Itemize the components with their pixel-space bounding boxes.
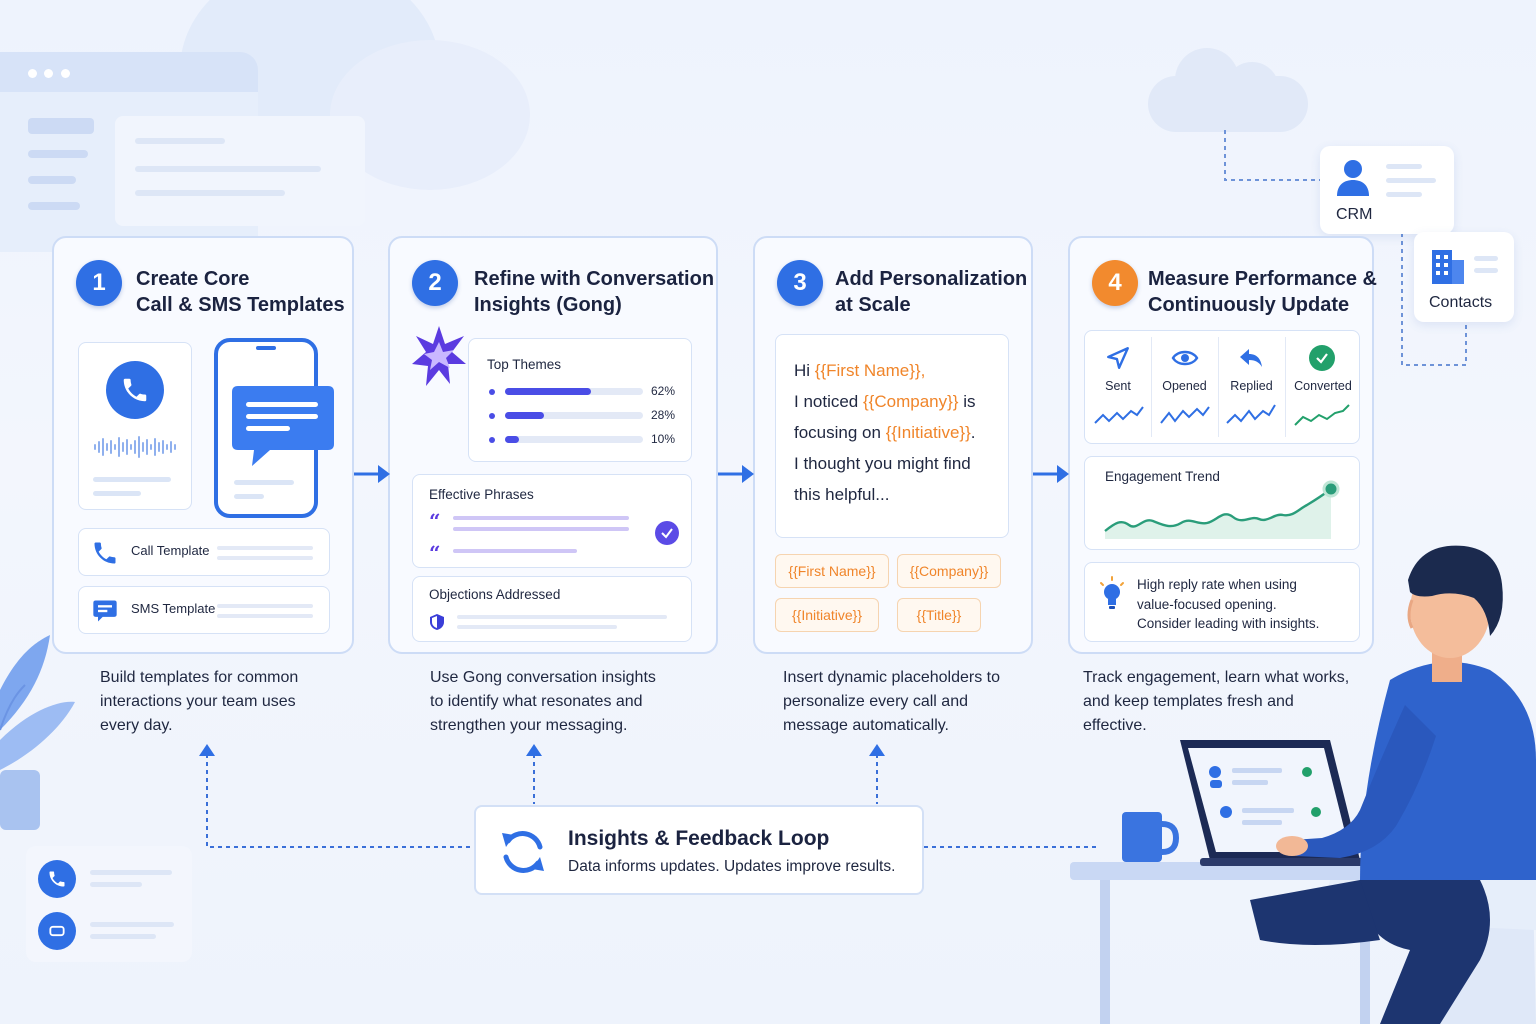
placeholder-first-name: {{First Name}}, [814, 361, 926, 380]
step-1-card: 1 Create Core Call & SMS Templates [52, 236, 354, 654]
step-4-description: Track engagement, learn what works, and … [1083, 669, 1350, 734]
background-panel [115, 116, 365, 226]
placeholder-chip-first-name[interactable]: {{First Name}} [775, 554, 889, 588]
top-themes-panel: Top Themes 62% 28% 10% [468, 338, 692, 462]
check-circle-icon [655, 521, 679, 545]
metric-replied-label: Replied [1230, 379, 1273, 393]
feedback-loop-connectors [199, 744, 1100, 848]
step-3-description: Insert dynamic placeholders to personali… [783, 669, 1000, 734]
background-cloud [1225, 62, 1279, 116]
theme-percent-2: 28% [651, 408, 676, 422]
insight-panel: High reply rate when using value-focused… [1084, 562, 1360, 642]
step-1-description: Build templates for common interactions … [100, 669, 299, 734]
engagement-trend-line [1104, 480, 1340, 539]
gong-burst-icon [412, 326, 466, 386]
message-preview: Hi {{First Name}}, I noticed {{Company}}… [775, 334, 1009, 538]
person-at-desk-illustration [1070, 545, 1536, 1024]
user-icon [1337, 160, 1369, 196]
step-number-4: 4 [1092, 260, 1138, 306]
arrow-right-icon [354, 465, 390, 483]
effective-phrases-label: Effective Phrases [429, 487, 534, 502]
sparkline-converted [1294, 404, 1350, 426]
feedback-loop-title: Insights & Feedback Loop [568, 827, 830, 850]
step-2-title: Refine with Conversation Insights (Gong) [474, 268, 715, 316]
sparkline-replied [1226, 404, 1276, 424]
metrics-panel: Sent Opened Replied Converted [1084, 330, 1360, 444]
contacts-card: Contacts [1414, 232, 1514, 322]
step-1-title: Create Core Call & SMS Templates [136, 268, 345, 316]
metric-converted-label: Converted [1294, 379, 1352, 393]
chat-bubble-icon [232, 386, 334, 466]
crm-card: CRM [1320, 146, 1454, 234]
step-2-description: Use Gong conversation insights to identi… [430, 669, 656, 734]
placeholder-company: {{Company}} [863, 392, 959, 411]
top-themes-label: Top Themes [487, 357, 562, 372]
step-number-1: 1 [76, 260, 122, 306]
theme-percent-3: 10% [651, 432, 676, 446]
step-number-2: 2 [412, 260, 458, 306]
reply-icon [1240, 349, 1262, 367]
theme-bar-1 [505, 388, 643, 395]
quote-icon: “ [429, 541, 441, 565]
step-3-card: 3 Add Personalization at Scale Hi {{Firs… [753, 236, 1033, 654]
metric-sent-label: Sent [1105, 379, 1131, 393]
mini-contact-card [26, 846, 192, 962]
step-4-card: 4 Measure Performance & Continuously Upd… [1068, 236, 1377, 654]
send-icon [1107, 347, 1129, 369]
call-template-label: Call Template [131, 543, 210, 558]
placeholder-chip-title[interactable]: {{Title}} [897, 598, 981, 632]
call-template-row[interactable]: Call Template [78, 528, 330, 576]
arrow-right-icon [1033, 465, 1069, 483]
crm-label: CRM [1336, 206, 1373, 223]
placeholder-chip-company[interactable]: {{Company}} [897, 554, 1001, 588]
eye-icon [1171, 350, 1199, 366]
waveform-icon [94, 436, 176, 458]
quote-icon: “ [429, 509, 441, 533]
step-3-title: Add Personalization at Scale [835, 268, 1028, 316]
check-circle-icon [1309, 345, 1335, 371]
shield-icon [430, 614, 444, 630]
step-number-3: 3 [777, 260, 823, 306]
arrow-right-icon [718, 465, 754, 483]
message-icon [93, 600, 117, 622]
step-4-title: Measure Performance & Continuously Updat… [1148, 268, 1377, 316]
step-2-card: 2 Refine with Conversation Insights (Gon… [388, 236, 718, 654]
call-illustration [78, 342, 192, 510]
theme-dot [489, 413, 495, 419]
placeholder-chip-initiative[interactable]: {{Initiative}} [775, 598, 879, 632]
metric-opened-label: Opened [1162, 379, 1207, 393]
engagement-trend-label: Engagement Trend [1105, 469, 1220, 484]
refresh-cycle-icon [502, 831, 544, 873]
theme-dot [489, 437, 495, 443]
chat-icon [38, 912, 76, 950]
phone-icon [38, 860, 76, 898]
sms-template-row[interactable]: SMS Template [78, 586, 330, 634]
crm-connectors [1224, 130, 1467, 366]
building-icon [1432, 250, 1464, 284]
theme-dot [489, 389, 495, 395]
theme-percent-1: 62% [651, 384, 676, 398]
theme-bar-3 [505, 436, 643, 443]
phone-icon [94, 542, 116, 564]
contacts-label: Contacts [1429, 294, 1493, 311]
phone-icon [106, 361, 164, 419]
insight-text: High reply rate when using value-focused… [1137, 577, 1320, 631]
feedback-loop-box: Insights & Feedback Loop Data informs up… [474, 805, 924, 895]
lightbulb-icon [1100, 576, 1124, 609]
placeholder-initiative: {{Initiative}} [885, 423, 971, 442]
engagement-trend-panel: Engagement Trend [1084, 456, 1360, 550]
theme-bar-2 [505, 412, 643, 419]
sms-template-label: SMS Template [131, 601, 216, 616]
objections-label: Objections Addressed [429, 587, 561, 602]
sparkline-opened [1160, 406, 1210, 424]
feedback-loop-subtitle: Data informs updates. Updates improve re… [568, 858, 896, 875]
effective-phrases-panel: Effective Phrases “ “ [412, 474, 692, 568]
plant-decoration [0, 635, 75, 830]
sparkline-sent [1094, 406, 1144, 424]
objections-panel: Objections Addressed [412, 576, 692, 642]
